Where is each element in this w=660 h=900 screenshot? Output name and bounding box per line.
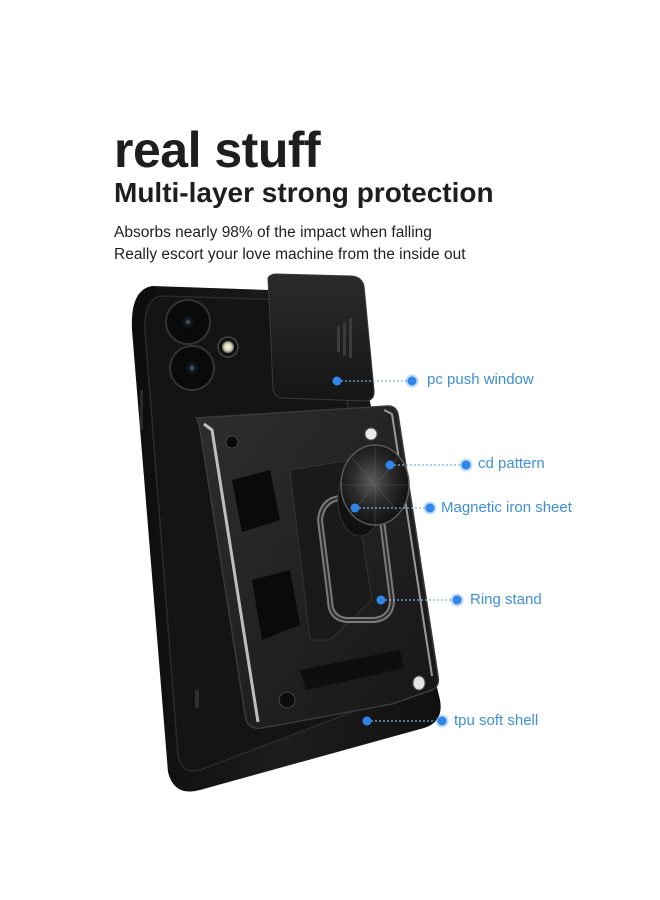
subheadline: Multi-layer strong protection [114,177,494,208]
callout-pc-push-window: pc push window [427,371,534,388]
callout-ring-stand: Ring stand [470,591,542,608]
description-line-1: Absorbs nearly 98% of the impact when fa… [114,224,432,241]
callout-source-dots [332,376,395,726]
callout-label-dots [405,374,473,728]
description-line-2: Really escort your love machine from the… [114,246,466,263]
ring-stand [316,495,396,623]
callout-connectors [337,380,465,722]
callout-cd-pattern: cd pattern [478,455,545,472]
callout-tpu-soft-shell: tpu soft shell [454,712,539,729]
headline: real stuff [114,122,321,178]
phone-case [131,273,441,792]
callout-magnetic-iron-sheet: Magnetic iron sheet [441,499,572,516]
push-window-slider [267,273,375,402]
